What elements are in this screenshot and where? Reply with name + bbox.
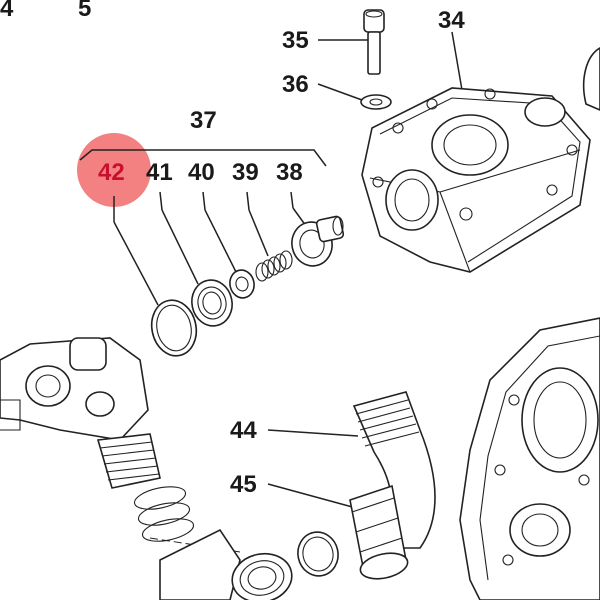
callout-label-5: 5 bbox=[78, 0, 91, 22]
part-clamp-o-ring bbox=[297, 531, 339, 577]
part-44-hose-elbow bbox=[352, 391, 436, 549]
callout-label-34: 34 bbox=[438, 7, 465, 34]
part-left-manifold bbox=[0, 337, 161, 489]
highlight-marker bbox=[77, 133, 151, 207]
part-lower-o-rings bbox=[133, 486, 195, 542]
part-36-washer bbox=[360, 94, 392, 110]
part-41-seat-ring bbox=[191, 279, 233, 327]
callout-label-45: 45 bbox=[230, 471, 257, 498]
leader-lines bbox=[79, 31, 463, 509]
callout-label-41: 41 bbox=[146, 159, 173, 186]
callout-label-36: 36 bbox=[282, 71, 309, 98]
callout-label-35: 35 bbox=[282, 27, 309, 54]
part-34-valve-housing bbox=[361, 87, 591, 273]
callout-label-39: 39 bbox=[232, 159, 259, 186]
callout-label-42: 42 bbox=[98, 159, 125, 186]
part-35-screw bbox=[363, 9, 385, 75]
part-right-pump-body bbox=[459, 317, 600, 600]
part-38-valve bbox=[291, 215, 345, 267]
part-39-spring bbox=[255, 250, 293, 282]
part-40-washer bbox=[229, 269, 255, 299]
callout-label-38: 38 bbox=[276, 159, 303, 186]
part-45-clamp bbox=[349, 484, 409, 580]
callout-label-4: 4 bbox=[0, 0, 14, 22]
callout-label-37: 37 bbox=[190, 107, 217, 134]
part-bottom-tube bbox=[159, 528, 293, 600]
callout-label-44: 44 bbox=[230, 417, 257, 444]
part-edge-top-right bbox=[582, 47, 600, 111]
callout-label-40: 40 bbox=[188, 159, 215, 186]
part-42-o-ring bbox=[150, 299, 198, 357]
